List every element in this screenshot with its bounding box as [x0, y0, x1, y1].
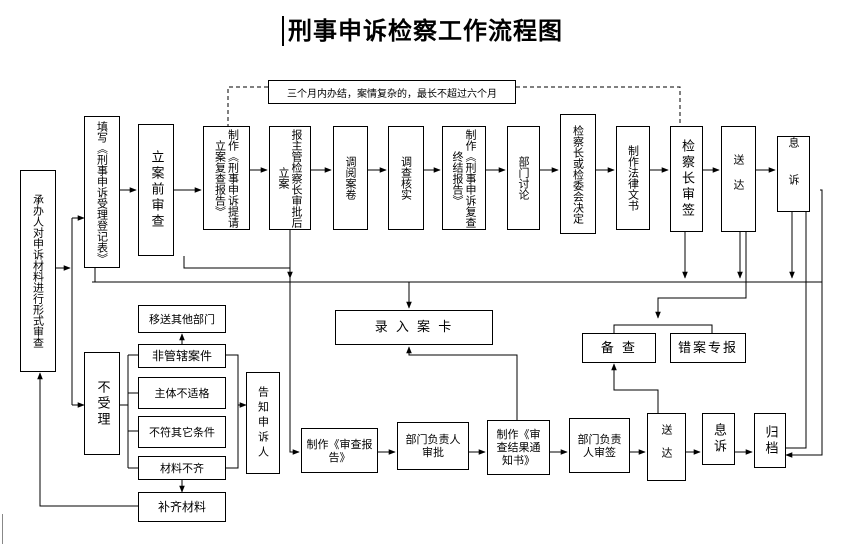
title-text: 刑事申诉检察工作流程图	[288, 17, 563, 45]
review-file-label: 调阅案卷	[344, 156, 357, 200]
backup-box: 备 查	[582, 333, 656, 363]
error-case-box: 错案专报	[670, 333, 746, 363]
supplement-material-label: 补齐材料	[157, 499, 206, 514]
archive-box: 归档	[754, 413, 786, 468]
incomplete-material-box: 材料不齐	[138, 456, 226, 480]
dept-head-sign-label: 部门负责人审签	[577, 432, 622, 459]
dept-head-approve-label: 部门负责人审批	[405, 433, 461, 459]
close-complaint-box: 息诉	[777, 136, 810, 212]
chief-decision-label: 检察长或检委会决定	[571, 124, 585, 224]
make-legal-doc-label: 制作法律文书	[626, 145, 640, 211]
other-conditions-label: 不符其它条件	[149, 425, 215, 439]
intake-review-box: 承办人对申诉材料进行形式审查	[20, 170, 56, 372]
close-bottom-box: 息诉	[702, 413, 735, 465]
incomplete-material-label: 材料不齐	[160, 461, 204, 475]
make-exam-report-box: 制作《审查报告》	[301, 428, 378, 473]
page-corner-mark	[2, 514, 13, 544]
fill-form-label: 填写《刑事申诉受理登记表》	[95, 120, 109, 264]
chief-decision-box: 检察长或检委会决定	[560, 114, 596, 234]
time-limit-note: 三个月内办结，案情复杂的，最长不超过六个月	[268, 80, 516, 104]
notify-complainant-label: 告知申诉人	[256, 385, 270, 461]
pre-filing-label: 立案前审查	[148, 150, 164, 230]
close-complaint-label: 息诉	[787, 137, 800, 211]
supplement-material-box: 补齐材料	[138, 492, 226, 522]
pre-filing-box: 立案前审查	[138, 124, 174, 256]
record-card-box: 录 入 案 卡	[335, 310, 493, 345]
text-cursor	[282, 16, 284, 46]
make-exam-report-label: 制作《审查报告》	[306, 437, 373, 464]
wrong-subject-label: 主体不适格	[154, 386, 210, 400]
dept-head-approve-box: 部门负责人审批	[397, 422, 469, 470]
review-file-box: 调阅案卷	[333, 126, 368, 230]
backup-label: 备 查	[600, 340, 638, 356]
make-review-report-label: 制作《刑事申诉复查终结报告》	[451, 128, 477, 228]
transfer-other-label: 移送其他部门	[149, 312, 215, 326]
intake-review-label: 承办人对申诉材料进行形式审查	[31, 194, 45, 348]
fill-form-box: 填写《刑事申诉受理登记表》	[84, 116, 120, 268]
investigate-label: 调查核实	[399, 156, 413, 200]
error-case-label: 错案专报	[677, 340, 738, 356]
filing-approval-label: 报主管检察长审批后立案	[277, 128, 303, 228]
filing-approval-box: 报主管检察长审批后立案	[269, 126, 311, 230]
notify-complainant-box: 告知申诉人	[246, 372, 280, 474]
dept-discussion-label: 部门讨论	[517, 156, 530, 200]
make-filing-report-label: 制作《刑事申诉提请立案复查报告》	[213, 128, 240, 228]
dept-discussion-box: 部门讨论	[507, 126, 540, 230]
make-filing-report-box: 制作《刑事申诉提请立案复查报告》	[203, 126, 250, 230]
chief-sign-box: 检察长审签	[670, 126, 703, 232]
deliver-bottom-box: 送达	[647, 413, 686, 481]
dept-head-sign-box: 部门负责人审签	[569, 418, 630, 473]
close-bottom-label: 息诉	[711, 423, 726, 455]
transfer-other-box: 移送其他部门	[138, 305, 226, 333]
not-accepted-box: 不受理	[84, 352, 120, 455]
page-title: 刑事申诉检察工作流程图	[282, 14, 582, 48]
record-card-label: 录 入 案 卡	[374, 320, 454, 335]
other-conditions-box: 不符其它条件	[138, 416, 226, 448]
deliver-top-label: 送达	[732, 154, 745, 204]
make-legal-doc-box: 制作法律文书	[616, 126, 650, 230]
not-accepted-label: 不受理	[94, 379, 110, 428]
deliver-top-box: 送达	[721, 126, 756, 232]
make-result-notice-label: 制作《审查结果通知书》	[496, 428, 541, 467]
chief-sign-label: 检察长审签	[679, 139, 694, 219]
make-review-report-box: 制作《刑事申诉复查终结报告》	[442, 126, 486, 230]
deliver-bottom-label: 送达	[660, 424, 673, 470]
investigate-box: 调查核实	[388, 126, 424, 230]
make-result-notice-box: 制作《审查结果通知书》	[487, 420, 550, 475]
non-jurisdiction-box: 非管辖案件	[138, 344, 226, 368]
non-jurisdiction-label: 非管辖案件	[151, 348, 212, 363]
archive-label: 归档	[762, 424, 778, 457]
wrong-subject-box: 主体不适格	[138, 377, 226, 409]
